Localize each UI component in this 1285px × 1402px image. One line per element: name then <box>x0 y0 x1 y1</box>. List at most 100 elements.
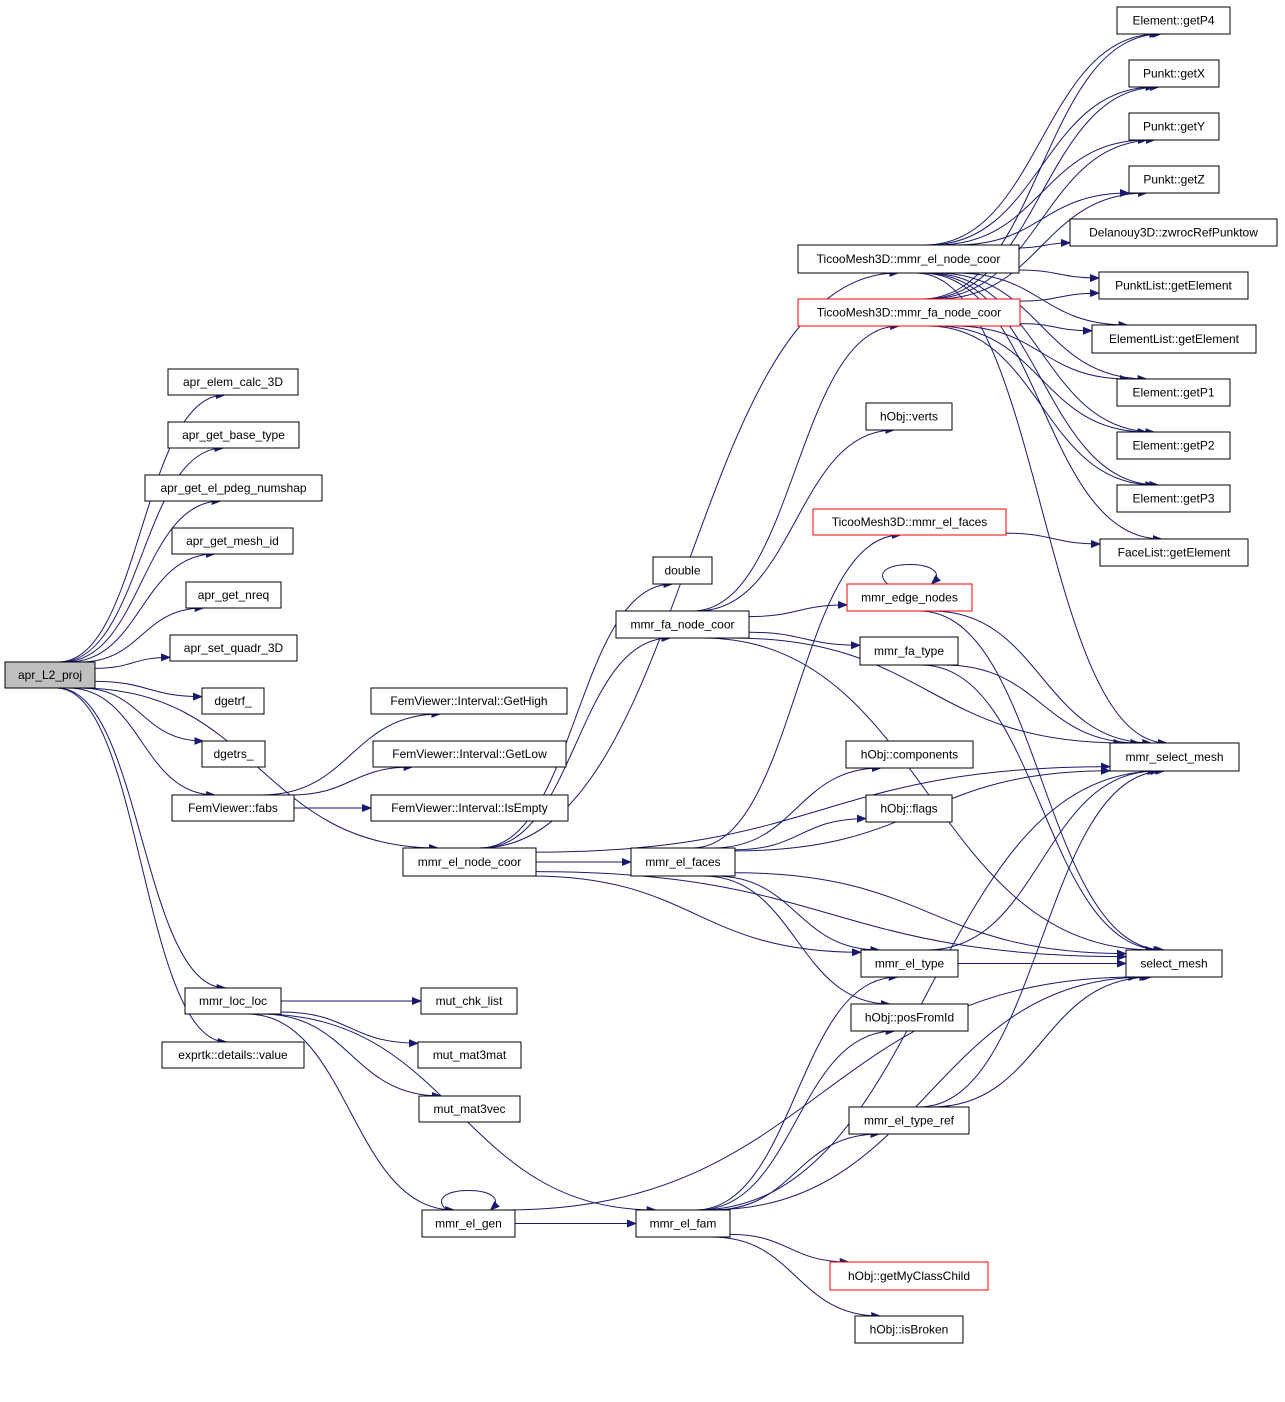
node-mmr-select-mesh[interactable]: mmr_select_mesh <box>1109 742 1240 772</box>
edge-mmr-fa-node-coor-to-mmr-fa-type <box>748 631 861 650</box>
node-label: hObj::getMyClassChild <box>848 1269 970 1283</box>
node-mmr-el-type[interactable]: mmr_el_type <box>860 949 959 978</box>
node-label: Punkt::getZ <box>1143 173 1204 187</box>
node-element-getp3[interactable]: Element::getP3 <box>1116 484 1231 513</box>
node-ticoomesh3d-mmr-el-faces[interactable]: TicooMesh3D::mmr_el_faces <box>812 508 1007 536</box>
edge-apr-l2-proj-to-exprtk-details-value <box>56 687 228 1046</box>
node-box <box>161 1041 305 1069</box>
edge-apr-l2-proj-to-mmr-loc-loc <box>57 687 227 992</box>
node-label: dgetrf_ <box>214 694 252 708</box>
node-hobj-verts[interactable]: hObj::verts <box>865 402 953 431</box>
node-apr-get-mesh-id[interactable]: apr_get_mesh_id <box>171 527 294 555</box>
node-hobj-components[interactable]: hObj::components <box>845 740 974 769</box>
node-label: apr_get_base_type <box>182 428 285 442</box>
node-femviewer-interval-gethigh[interactable]: FemViewer::Interval::GetHigh <box>370 687 568 715</box>
node-label: apr_L2_proj <box>18 668 82 682</box>
node-label: Punkt::getX <box>1143 67 1205 81</box>
node-label: Punkt::getY <box>1143 120 1205 134</box>
node-mmr-el-type-ref[interactable]: mmr_el_type_ref <box>848 1106 970 1135</box>
node-label: mut_mat3mat <box>433 1048 507 1062</box>
node-apr-l2-proj[interactable]: apr_L2_proj <box>4 661 96 689</box>
node-hobj-isbroken[interactable]: hObj::isBroken <box>854 1315 964 1344</box>
node-mmr-el-node-coor[interactable]: mmr_el_node_coor <box>402 847 537 877</box>
node-label: double <box>664 564 700 578</box>
node-apr-get-el-pdeg-numshap[interactable]: apr_get_el_pdeg_numshap <box>144 474 323 502</box>
node-label: mmr_fa_node_coor <box>630 618 734 632</box>
node-hobj-getmyclasschild[interactable]: hObj::getMyClassChild <box>829 1261 989 1291</box>
node-label: select_mesh <box>1140 957 1207 971</box>
edge-mmr-el-fam-to-select-mesh <box>708 973 1150 1211</box>
node-hobj-posfromid[interactable]: hObj::posFromId <box>850 1003 969 1032</box>
node-punkt-getx[interactable]: Punkt::getX <box>1128 59 1220 88</box>
node-femviewer-fabs[interactable]: FemViewer::fabs <box>171 794 295 822</box>
edge-mmr-el-type-ref-to-mmr-select-mesh <box>918 767 1166 1108</box>
node-box <box>1125 949 1223 978</box>
node-label: FemViewer::Interval::GetLow <box>392 747 547 761</box>
node-label: hObj::verts <box>880 410 938 424</box>
edge-mmr-el-faces-to-select-mesh <box>734 872 1127 958</box>
node-apr-elem-calc-3d[interactable]: apr_elem_calc_3D <box>167 368 299 396</box>
node-mut-chk-list[interactable]: mut_chk_list <box>420 987 518 1015</box>
node-femviewer-interval-isempty[interactable]: FemViewer::Interval::IsEmpty <box>370 794 569 822</box>
node-femviewer-interval-getlow[interactable]: FemViewer::Interval::GetLow <box>372 740 567 768</box>
edge-ticoomesh3d-mmr-el-node-coor-to-elementlist-getelement <box>954 272 1129 329</box>
node-apr-get-base-type[interactable]: apr_get_base_type <box>167 421 300 449</box>
node-mmr-el-fam[interactable]: mmr_el_fam <box>635 1209 731 1238</box>
node-elementlist-getelement[interactable]: ElementList::getElement <box>1091 324 1257 354</box>
edge-mmr-fa-node-coor-to-hobj-verts <box>697 426 896 612</box>
edge-apr-l2-proj-to-apr-set-quadr-3d <box>94 653 171 669</box>
node-select-mesh[interactable]: select_mesh <box>1125 949 1223 978</box>
edge-apr-l2-proj-to-apr-get-nreq <box>79 604 205 663</box>
node-delanouy3d-zwrocrefpunktow[interactable]: Delanouy3D::zwrocRefPunktow <box>1069 218 1278 247</box>
node-mut-mat3vec[interactable]: mut_mat3vec <box>418 1095 521 1123</box>
function-nodes: apr_L2_proj apr_elem_calc_3D apr_get_base_… <box>4 6 1278 1344</box>
edge-mmr-loc-loc-to-mmr-el-gen <box>246 1013 456 1214</box>
node-label: mut_mat3vec <box>433 1102 505 1116</box>
node-facelist-getelement[interactable]: FaceList::getElement <box>1099 538 1249 567</box>
node-dgetrf[interactable]: dgetrf_ <box>201 687 265 715</box>
edge-mmr-fa-node-coor-to-select-mesh <box>702 637 1156 954</box>
node-box <box>171 527 294 555</box>
edge-mmr-el-fam-to-hobj-posfromid <box>697 1027 896 1211</box>
node-punkt-gety[interactable]: Punkt::getY <box>1128 112 1220 141</box>
node-mmr-fa-type[interactable]: mmr_fa_type <box>859 636 959 666</box>
node-label: mmr_edge_nodes <box>861 591 958 605</box>
node-box <box>829 1261 989 1291</box>
node-apr-set-quadr-3d[interactable]: apr_set_quadr_3D <box>169 634 298 662</box>
node-punkt-getz[interactable]: Punkt::getZ <box>1128 165 1220 194</box>
node-mmr-loc-loc[interactable]: mmr_loc_loc <box>184 987 282 1015</box>
edge-mmr-el-fam-to-mmr-el-type <box>694 973 899 1211</box>
node-box <box>1069 218 1278 247</box>
node-label: hObj::components <box>861 748 958 762</box>
node-punktlist-getelement[interactable]: PunktList::getElement <box>1098 271 1249 300</box>
node-label: Element::getP3 <box>1132 492 1214 506</box>
node-double[interactable]: double <box>652 556 713 585</box>
node-mut-mat3mat[interactable]: mut_mat3mat <box>417 1041 522 1069</box>
edge-ticoomesh3d-mmr-fa-node-coor-to-punkt-getx <box>923 83 1161 300</box>
node-exprtk-details-value[interactable]: exprtk::details::value <box>161 1041 305 1069</box>
node-box <box>1116 431 1231 460</box>
node-dgetrs[interactable]: dgetrs_ <box>201 740 266 768</box>
node-apr-get-nreq[interactable]: apr_get_nreq <box>185 581 282 609</box>
node-mmr-el-gen[interactable]: mmr_el_gen <box>421 1209 516 1238</box>
node-ticoomesh3d-mmr-fa-node-coor[interactable]: TicooMesh3D::mmr_fa_node_coor <box>797 298 1021 327</box>
node-element-getp4[interactable]: Element::getP4 <box>1116 6 1231 35</box>
node-label: FemViewer::Interval::GetHigh <box>390 694 547 708</box>
edge-ticoomesh3d-mmr-fa-node-coor-to-punktlist-getelement <box>1019 289 1100 302</box>
node-label: TicooMesh3D::mmr_fa_node_coor <box>817 306 1001 320</box>
node-box <box>402 847 537 877</box>
node-box <box>860 949 959 978</box>
node-label: hObj::flags <box>880 802 937 816</box>
node-label: TicooMesh3D::mmr_el_node_coor <box>817 252 1001 266</box>
node-mmr-edge-nodes[interactable]: mmr_edge_nodes <box>846 583 973 612</box>
node-element-getp2[interactable]: Element::getP2 <box>1116 431 1231 460</box>
node-box <box>845 740 974 769</box>
edge-femviewer-fabs-to-femviewer-interval-gethigh <box>261 710 442 796</box>
edge-apr-l2-proj-to-apr-get-base-type <box>59 444 225 663</box>
node-ticoomesh3d-mmr-el-node-coor[interactable]: TicooMesh3D::mmr_el_node_coor <box>797 244 1020 274</box>
node-label: hObj::posFromId <box>865 1011 954 1025</box>
node-mmr-fa-node-coor[interactable]: mmr_fa_node_coor <box>615 610 750 639</box>
node-mmr-el-faces[interactable]: mmr_el_faces <box>630 847 736 877</box>
node-hobj-flags[interactable]: hObj::flags <box>865 794 953 823</box>
node-element-getp1[interactable]: Element::getP1 <box>1116 378 1231 407</box>
